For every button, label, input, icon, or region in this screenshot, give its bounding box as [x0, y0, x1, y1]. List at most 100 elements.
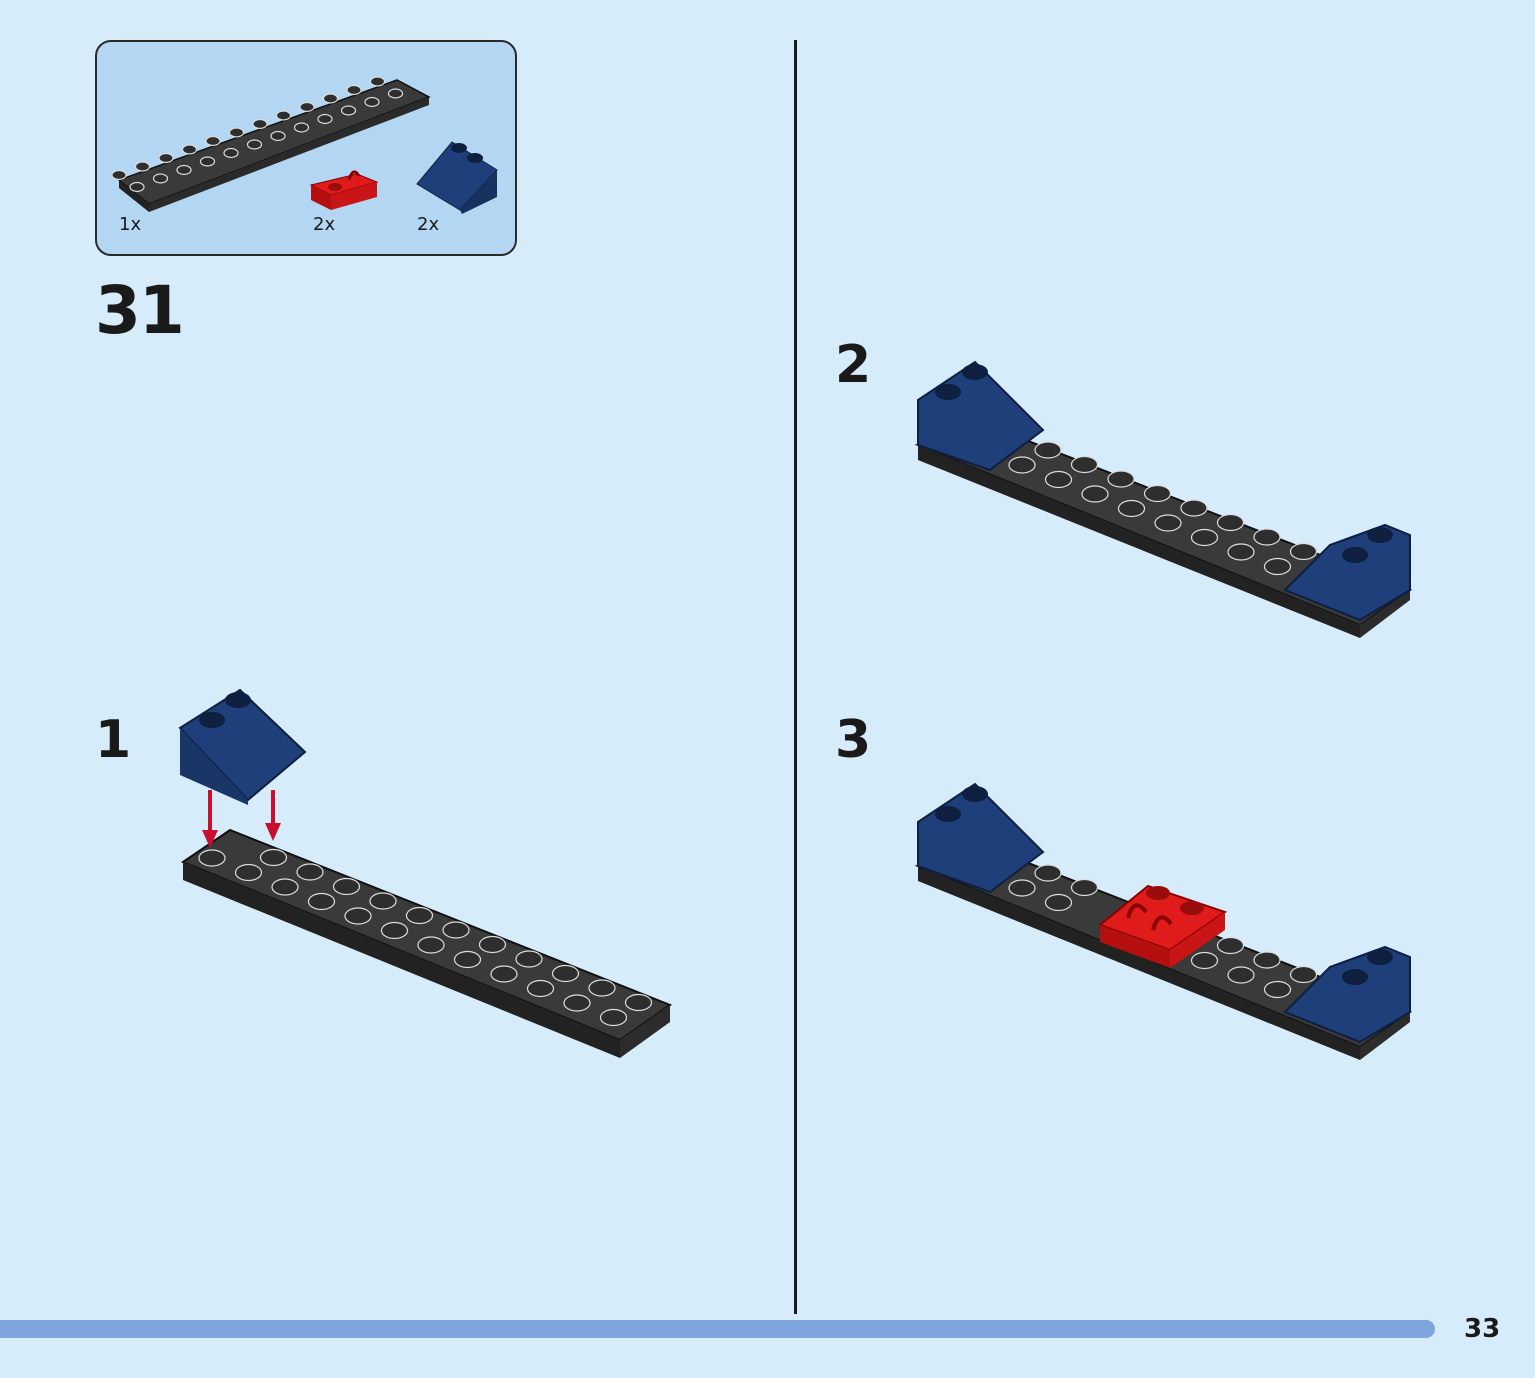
stud — [299, 101, 315, 113]
stud — [340, 105, 357, 116]
part-qty-plate: 1x — [119, 214, 142, 235]
stud — [317, 113, 333, 125]
substep-3-number: 3 — [835, 710, 872, 770]
stud — [453, 950, 482, 969]
stud — [223, 147, 239, 159]
stud — [259, 848, 288, 867]
stud — [346, 84, 362, 96]
stud — [1044, 470, 1073, 489]
blue-slope-model — [178, 688, 307, 805]
blue-slope-right-model — [1283, 945, 1411, 1044]
stud — [624, 993, 653, 1012]
stud — [198, 849, 226, 867]
stud — [1154, 514, 1182, 532]
stud — [1143, 484, 1172, 503]
stud — [246, 139, 263, 150]
stud — [1216, 936, 1245, 955]
stud — [417, 936, 445, 954]
stud — [252, 118, 268, 130]
plate-studs — [1008, 441, 1318, 576]
stud — [599, 1008, 628, 1027]
stud — [275, 110, 292, 121]
stud — [1190, 528, 1219, 547]
stud — [1070, 455, 1099, 474]
stud — [1227, 966, 1255, 984]
plate-studs — [198, 848, 653, 1027]
stud — [270, 130, 286, 142]
stud — [129, 181, 145, 193]
stud — [387, 88, 404, 99]
stud — [293, 122, 310, 133]
page-number: 33 — [1464, 1314, 1501, 1344]
stud — [176, 164, 192, 176]
stud — [1180, 499, 1208, 517]
stud — [588, 979, 616, 997]
stud — [1190, 951, 1219, 970]
substep-1-number: 1 — [95, 710, 132, 770]
stud — [369, 76, 386, 87]
column-divider — [794, 40, 797, 1314]
stud — [405, 906, 434, 925]
stud — [271, 878, 299, 896]
stud — [199, 156, 216, 167]
stud — [152, 173, 169, 184]
down-arrow-icon — [202, 790, 281, 848]
stud — [234, 863, 263, 882]
stud — [307, 892, 336, 911]
parts-illustration — [111, 76, 498, 214]
stud — [1008, 879, 1036, 897]
stud — [1253, 528, 1281, 546]
stud — [1034, 864, 1062, 882]
stud — [322, 93, 339, 104]
plate-studs — [111, 76, 404, 193]
stud — [1044, 893, 1073, 912]
stud — [478, 935, 507, 954]
stud — [332, 877, 361, 896]
stud — [1253, 951, 1281, 969]
red-clip-icon — [309, 170, 379, 210]
stud — [1263, 557, 1292, 576]
stud — [296, 863, 324, 881]
stud — [205, 135, 221, 147]
stud — [1263, 980, 1292, 999]
stud — [1227, 543, 1255, 561]
stud — [563, 994, 591, 1012]
blue-slope-left-model — [917, 360, 1045, 472]
red-clip-model — [1097, 884, 1228, 968]
stud — [1289, 965, 1318, 984]
stud — [380, 921, 409, 940]
stud — [369, 892, 397, 910]
blue-slope-left-model — [917, 782, 1045, 894]
stud — [1034, 441, 1062, 459]
part-qty-clip: 2x — [313, 214, 336, 235]
stud — [1107, 470, 1135, 488]
substep-2-number: 2 — [835, 335, 872, 395]
stud — [134, 161, 151, 172]
stud — [181, 144, 198, 155]
stud — [551, 964, 580, 983]
stud — [1081, 485, 1109, 503]
stud — [1117, 499, 1146, 518]
stud — [490, 965, 518, 983]
substep-1-illustration — [178, 688, 673, 1058]
stud — [526, 979, 555, 998]
stud — [1289, 542, 1318, 561]
stud — [1070, 878, 1099, 897]
stud — [1216, 513, 1245, 532]
stud — [158, 152, 174, 164]
stud — [364, 96, 380, 108]
parts-list-box: 1x 2x 2x — [95, 40, 517, 256]
stud — [515, 950, 543, 968]
stud — [442, 921, 470, 939]
blue-slope-icon — [416, 141, 498, 214]
stud — [1008, 456, 1036, 474]
stud — [344, 907, 372, 925]
stud — [111, 169, 127, 181]
plate-studs — [1008, 864, 1318, 999]
step-number: 31 — [95, 272, 185, 349]
blue-slope-right-model — [1283, 523, 1411, 622]
stud — [228, 127, 245, 138]
part-qty-slope: 2x — [417, 214, 440, 235]
